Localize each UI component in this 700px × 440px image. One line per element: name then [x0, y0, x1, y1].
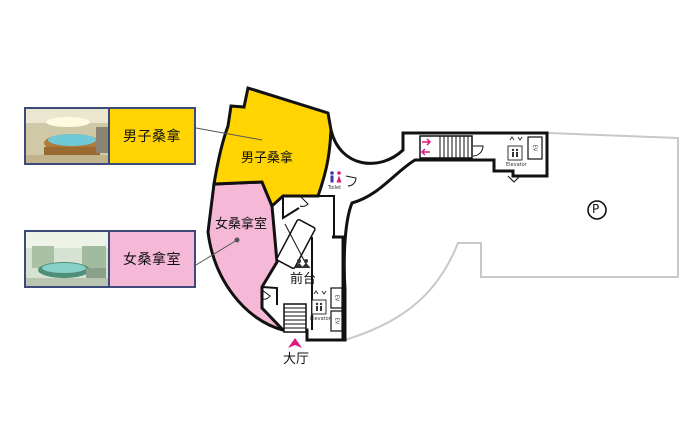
female-sauna-photo [26, 232, 110, 286]
ev-label-lower-1: EV [333, 294, 340, 302]
elevator-label-lower: Elevator [310, 316, 331, 322]
leader-line-male [195, 127, 263, 141]
ev-label-lower-2: EV [333, 317, 340, 325]
door-right-small [507, 175, 521, 183]
door-female [261, 289, 271, 300]
door-toilet [345, 175, 357, 187]
male-sauna-photo [26, 109, 110, 163]
toilet-label: Toilet [328, 185, 342, 191]
elevator-icon-upper [507, 136, 523, 161]
inner-wall-e [261, 286, 278, 305]
male-sauna-card-label: 男子桑拿 [110, 109, 194, 163]
inner-wall-c [271, 193, 300, 220]
door-male [299, 195, 309, 207]
parking-area-outline [344, 132, 679, 341]
elevator-icon-lower [311, 290, 327, 315]
female-sauna-zone [206, 180, 288, 333]
female-sauna-card[interactable]: 女桑拿室 [24, 230, 196, 288]
ev-shaft-upper [527, 136, 543, 160]
parking-label: P [592, 202, 600, 216]
door-upper-right [472, 145, 484, 157]
elevator-label-upper: Elevator [506, 162, 527, 168]
leader-dot-female [234, 237, 240, 243]
toilet-icon [330, 171, 342, 183]
inner-wall-a [332, 235, 345, 340]
reception-label: 前台 [290, 272, 317, 287]
ev-shaft-lower-1 [330, 287, 343, 309]
female-sauna-card-label: 女桑拿室 [110, 232, 194, 286]
reception-staff-icon [294, 259, 311, 269]
ev-shaft-lower-2 [330, 310, 343, 332]
male-sauna-card[interactable]: 男子桑拿 [24, 107, 196, 165]
entrance-arrow-icon [288, 338, 302, 348]
upper-stairs [419, 135, 473, 159]
inner-wall-d [318, 195, 335, 237]
entrance-stairs [283, 303, 307, 333]
hall-label: 大厅 [283, 352, 310, 367]
leader-line-female [195, 239, 238, 266]
parking-icon [587, 200, 607, 220]
male-sauna-room-label: 男子桑拿 [241, 151, 294, 166]
female-sauna-room-label: 女桑拿室 [215, 217, 268, 232]
ev-label-upper: EV [531, 144, 538, 152]
